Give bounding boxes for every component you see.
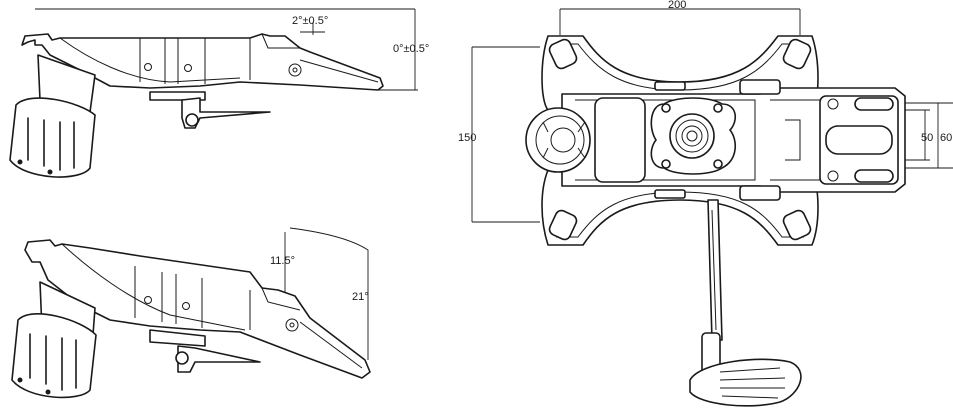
tilt-large-label: 21° (352, 291, 369, 303)
top-angle-label: 2°±0.5° (292, 15, 328, 27)
top-view: 200 150 50 60 (458, 0, 953, 407)
side-view-level: 2°±0.5° 0°±0.5° (9, 8, 429, 178)
side-view-tilted: 11.5° 21° (11, 227, 371, 399)
inner-60-label: 60 (940, 132, 952, 144)
inner-50-label: 50 (921, 132, 933, 144)
tilt-small-label: 11.5° (270, 255, 295, 267)
height-label: 150 (458, 132, 476, 144)
width-label: 200 (668, 0, 686, 11)
side-angle-label: 0°±0.5° (393, 43, 429, 55)
